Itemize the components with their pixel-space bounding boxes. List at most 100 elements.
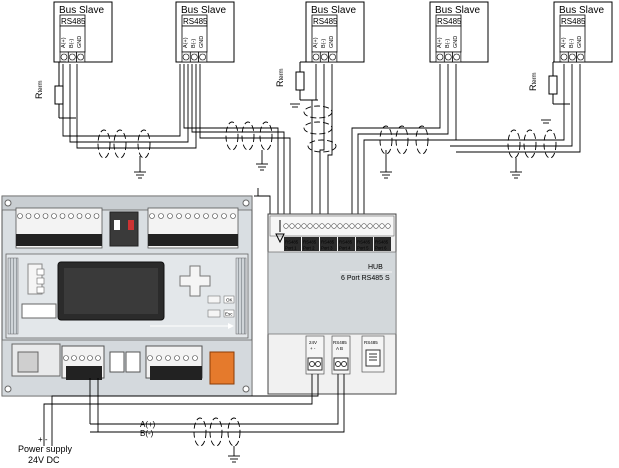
terminal-screw [69,53,76,61]
terminal-screw [329,53,336,61]
hub-port-header: RS485 [285,240,299,245]
terminal-screw [77,53,84,61]
hub-bus-label: RS485 [333,340,347,345]
slave-title: Bus Slave [559,5,604,16]
terminal-screw [85,213,91,219]
terminal-screw [283,223,289,229]
terminal-screw [156,355,162,361]
power-supply-voltage: 24V DC [28,455,60,465]
controller-device: OK Esc [1,195,253,397]
terminal-screw [95,355,101,361]
terminal-screw [192,355,198,361]
svg-text:Rterm: Rterm [275,68,285,87]
terminal-screw [379,223,385,229]
terminal-screw [212,213,218,219]
hub-bus-pins: A B [336,346,343,351]
terminal-screw [453,53,460,61]
hub-port-2-label: Port 2 [303,246,315,251]
hub-port-header: RS485 [375,240,389,245]
slave-pin-label: GND [77,36,83,48]
hub-jack-label: RS485 [364,340,378,345]
terminal-screw [385,223,391,229]
slave-pin-label: A(+) [437,37,443,48]
slave-title: Bus Slave [435,5,480,16]
terminal-screw [307,223,313,229]
terminal-screw [176,213,182,219]
svg-text:Rterm: Rterm [528,72,538,91]
terminal-screw [203,213,209,219]
slave-pin-label: GND [453,36,459,48]
slave-protocol: RS485 [561,17,586,26]
terminal-screw [194,213,200,219]
hub-port-header: RS485 [303,240,317,245]
bus-wiring [62,64,581,218]
terminal-screw [174,355,180,361]
terminal-screw [51,213,57,219]
terminal-screw [60,53,68,61]
slave-pin-label: GND [577,36,583,48]
hub-port-header: RS485 [339,240,353,245]
hub-power-label: 24V [309,340,317,345]
slave-title: Bus Slave [181,5,226,16]
slave-pin-label: B(-) [321,39,327,48]
terminal-screw [355,223,361,229]
terminal-screw [577,53,584,61]
terminal-screw [25,213,32,219]
terminal-screw [71,355,77,361]
ok-button-label: OK [226,298,233,303]
terminal-screw [147,355,153,361]
terminal-screw [301,223,307,229]
terminal-screw [182,53,190,61]
terminal-screw [444,53,452,61]
terminal-screw [87,355,93,361]
slave-pin-label: A(+) [61,37,67,48]
slave-title: Bus Slave [59,5,104,16]
terminal-screw [320,53,328,61]
terminal-screw [331,223,337,229]
hub-title: HUB [368,264,383,271]
terminal-screw [191,53,198,61]
terminal-screw [312,53,320,61]
terminal-screw [568,53,576,61]
terminal-screw [361,223,367,229]
hub-port-5-label: Port 5 [357,246,369,251]
terminal-screw [373,223,379,229]
slave-protocol: RS485 [61,17,86,26]
terminal-screw [319,223,325,229]
hub-port-header: RS485 [321,240,335,245]
hub-port-6-label: Port 6 [375,246,387,251]
terminal-screw [158,213,164,219]
terminal-screw [560,53,568,61]
terminal-screw [183,355,189,361]
slave-pin-label: GND [329,36,335,48]
terminal-screw [185,213,191,219]
slave-pin-label: B(-) [445,39,451,48]
slave-protocol: RS485 [313,17,338,26]
termination-resistor-right: Rterm [528,61,570,105]
slave-pin-label: B(-) [69,39,75,48]
terminal-screw [349,223,355,229]
terminal-screw [34,213,40,219]
terminal-screw [79,355,85,361]
hub-port-header: RS485 [357,240,371,245]
terminal-screw [59,213,66,219]
terminal-screw [436,53,444,61]
slave-title: Bus Slave [311,5,356,16]
esc-button-label: Esc [225,312,233,317]
hub-port-1-label: Port 1 [285,246,297,251]
slave-pin-label: B(-) [569,39,575,48]
terminal-screw [42,213,49,219]
bus-line-b-label: B(-) [140,429,154,438]
terminal-screw [93,213,100,219]
slave-pin-label: A(+) [561,37,567,48]
terminal-screw [149,213,155,219]
termination-resistor-left: Rterm [34,61,76,119]
slave-pin-label: GND [199,36,205,48]
terminal-screw [76,213,83,219]
hub-model: 6 Port RS485 S [341,275,390,282]
